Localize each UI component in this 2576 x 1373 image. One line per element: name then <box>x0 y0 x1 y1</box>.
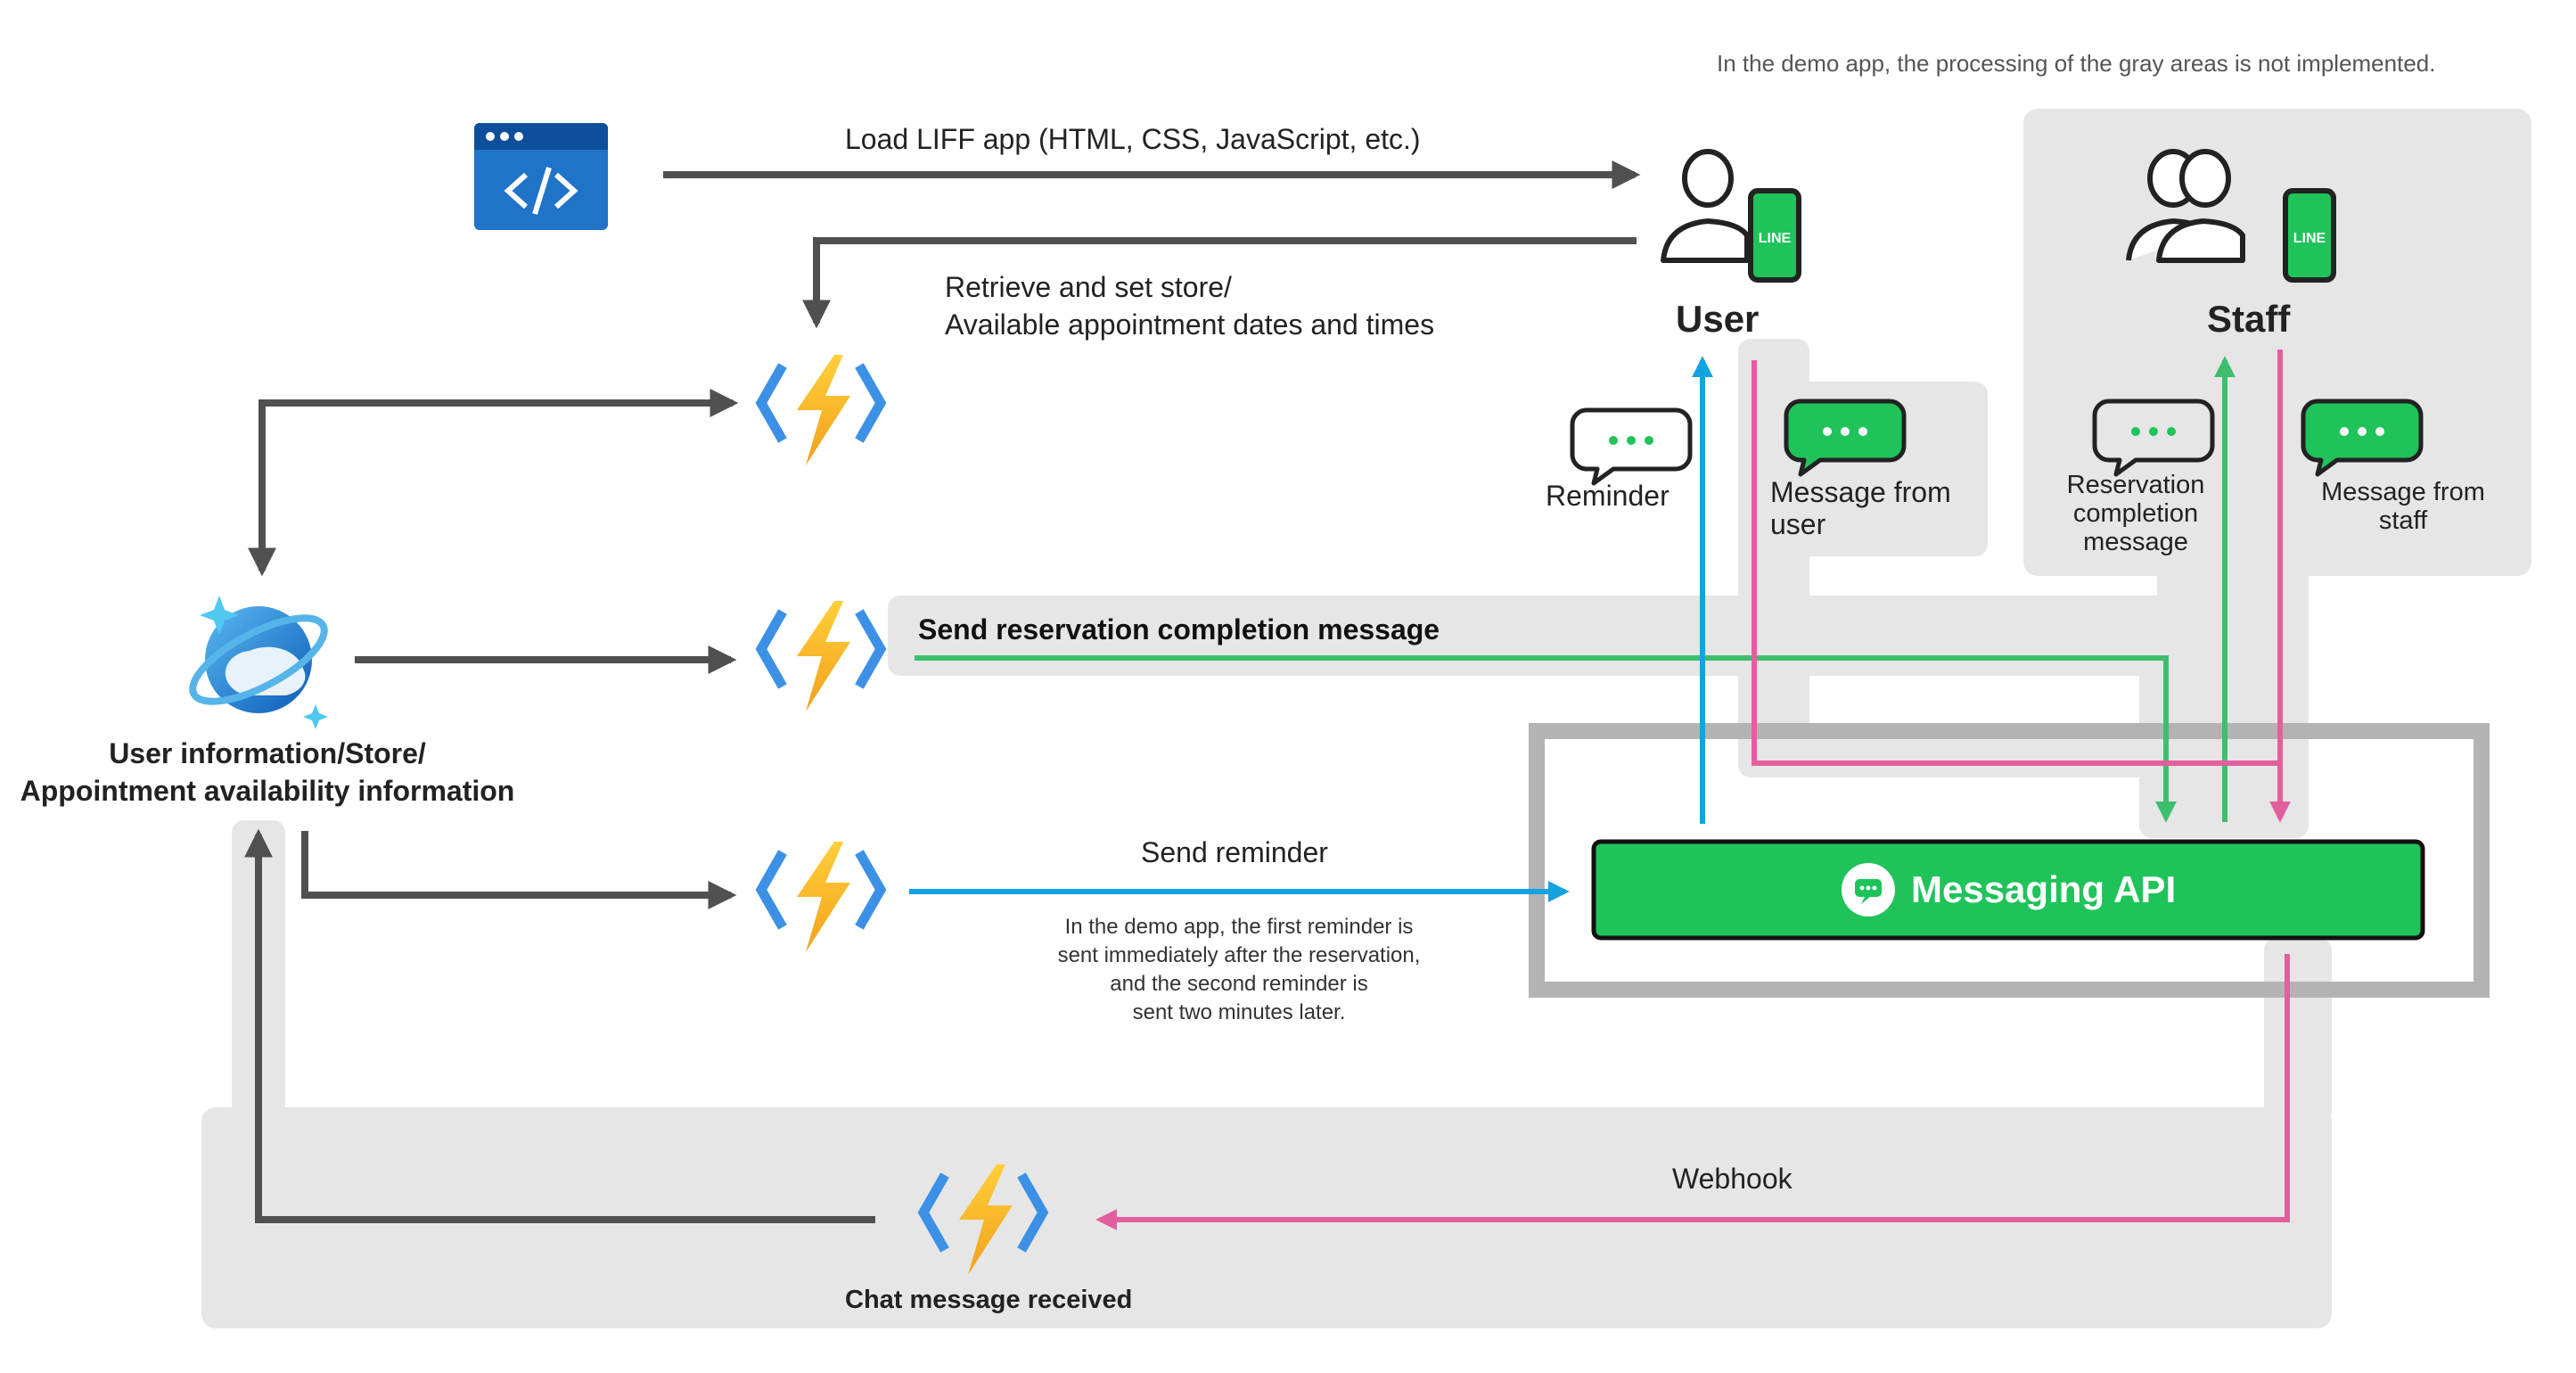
function-icon <box>761 601 881 711</box>
reminder-note-line: In the demo app, the first reminder is <box>1064 915 1414 939</box>
reminder-note: In the demo app, the first reminder is s… <box>1016 913 1462 1027</box>
retrieve-arrow <box>802 237 1637 329</box>
database-label-line: Appointment availability information <box>20 775 515 807</box>
messaging-api-box[interactable] <box>1591 839 2425 941</box>
chat-received-label: Chat message received <box>845 1286 1133 1314</box>
dark-arrows <box>244 160 1641 1223</box>
webhook-arrow <box>1095 954 2290 1230</box>
reminder-note-line: sent two minutes later. <box>1132 1000 1346 1024</box>
reminder-message-label: Reminder <box>1546 480 1669 512</box>
retrieve-label-line2: Available appointment dates and times <box>945 308 1435 341</box>
message-from-staff-line: Message from <box>2321 478 2485 506</box>
completion-message-line: Reservation <box>2066 471 2205 499</box>
blue-arrows <box>909 356 1713 902</box>
load-liff-label: Load LIFF app (HTML, CSS, JavaScript, et… <box>845 123 1421 155</box>
completion-message-label: Reservation completion message <box>2047 471 2225 556</box>
message-from-staff-label: Message from staff <box>2305 478 2501 535</box>
pink-arrows <box>1095 349 2291 1230</box>
webhook-label: Webhook <box>1672 1163 1793 1195</box>
cosmos-db-icon <box>189 596 328 729</box>
db-top-arrow <box>248 389 739 577</box>
reminder-note-line: sent immediately after the reservation, <box>1057 943 1421 967</box>
line-badge: LINE <box>1759 231 1792 246</box>
database-label: User information/Store/ Appointment avai… <box>18 735 517 810</box>
top-note: In the demo app, the processing of the g… <box>1717 50 2436 77</box>
retrieve-label-line1: Retrieve and set store/ <box>945 271 1232 303</box>
completion-message-line: message <box>2083 528 2188 556</box>
browser-code-icon <box>474 123 608 230</box>
user-label: User <box>1676 298 1760 340</box>
db-bottom-arrow <box>301 831 737 909</box>
function-icon <box>761 355 881 465</box>
staff-label: Staff <box>2207 298 2291 340</box>
message-from-user-label: Message from user <box>1770 474 1951 542</box>
user-phone-icon: LINE <box>1661 149 1801 283</box>
chat-bubble-icon <box>1572 410 1690 483</box>
message-from-user-line: Message from <box>1770 476 1951 508</box>
message-from-user-line: user <box>1770 508 1826 540</box>
chat-to-db-arrow <box>244 828 875 1223</box>
line-badge: LINE <box>2293 231 2326 246</box>
message-from-staff-line: staff <box>2378 506 2428 535</box>
gray-areas <box>201 109 2531 1328</box>
staff-phone-icon: LINE <box>2126 149 2336 283</box>
database-label-line: User information/Store/ <box>109 737 426 769</box>
function-icon <box>761 842 881 952</box>
send-completion-label: Send reservation completion message <box>918 613 1440 645</box>
messaging-api-frame <box>1529 723 2490 998</box>
messaging-api-label: Messaging API <box>1911 868 2176 910</box>
reminder-note-line: and the second reminder is <box>1110 972 1368 996</box>
send-reminder-label: Send reminder <box>1141 836 1328 868</box>
user-message-pink-arrow <box>1752 360 2291 823</box>
api-right-channel-gray <box>2264 938 2332 1125</box>
line-chat-icon <box>1842 863 1895 917</box>
completion-message-line: completion <box>2072 499 2199 528</box>
